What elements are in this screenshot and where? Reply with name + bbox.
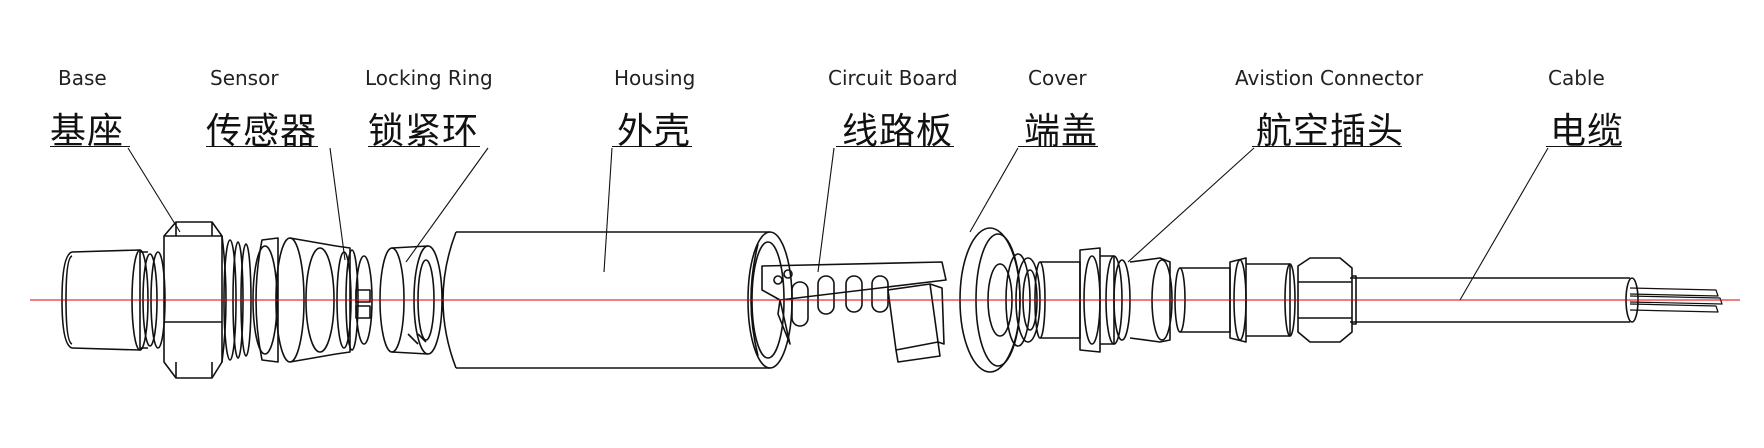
label-aviation-connector-underline bbox=[1252, 146, 1402, 147]
label-base-underline bbox=[50, 146, 130, 147]
label-circuit-board-zh: 线路板 bbox=[842, 111, 954, 152]
circuit-board-part bbox=[761, 261, 947, 363]
label-aviation-connector-zh: 航空插头 bbox=[1256, 111, 1405, 152]
label-locking-ring-en: Locking Ring bbox=[365, 66, 493, 90]
label-cable-underline bbox=[1546, 146, 1622, 147]
label-circuit-board-en: Circuit Board bbox=[828, 66, 958, 90]
label-cable-zh: 电缆 bbox=[1550, 111, 1625, 152]
label-cover-underline bbox=[1018, 146, 1098, 147]
label-cover-zh: 端盖 bbox=[1024, 111, 1099, 152]
leader-lines bbox=[127, 147, 1549, 301]
label-circuit-board-underline bbox=[836, 146, 954, 147]
capacitors bbox=[791, 275, 889, 327]
label-cover-en: Cover bbox=[1028, 66, 1087, 90]
label-sensor-underline bbox=[206, 146, 318, 147]
label-locking-ring-zh: 锁紧环 bbox=[368, 111, 480, 152]
label-base-en: Base bbox=[58, 66, 107, 90]
label-sensor-zh: 传感器 bbox=[206, 111, 318, 152]
label-housing-underline bbox=[612, 146, 692, 147]
cable-part bbox=[1350, 277, 1723, 323]
label-housing-zh: 外壳 bbox=[617, 111, 692, 152]
label-aviation-connector-en: Avistion Connector bbox=[1235, 66, 1424, 90]
label-sensor-en: Sensor bbox=[210, 66, 279, 90]
label-cable-en: Cable bbox=[1548, 66, 1605, 90]
cable-wires bbox=[1629, 287, 1723, 313]
label-housing-en: Housing bbox=[614, 66, 696, 90]
label-base-zh: 基座 bbox=[50, 111, 125, 152]
label-locking-ring-underline bbox=[368, 146, 480, 147]
